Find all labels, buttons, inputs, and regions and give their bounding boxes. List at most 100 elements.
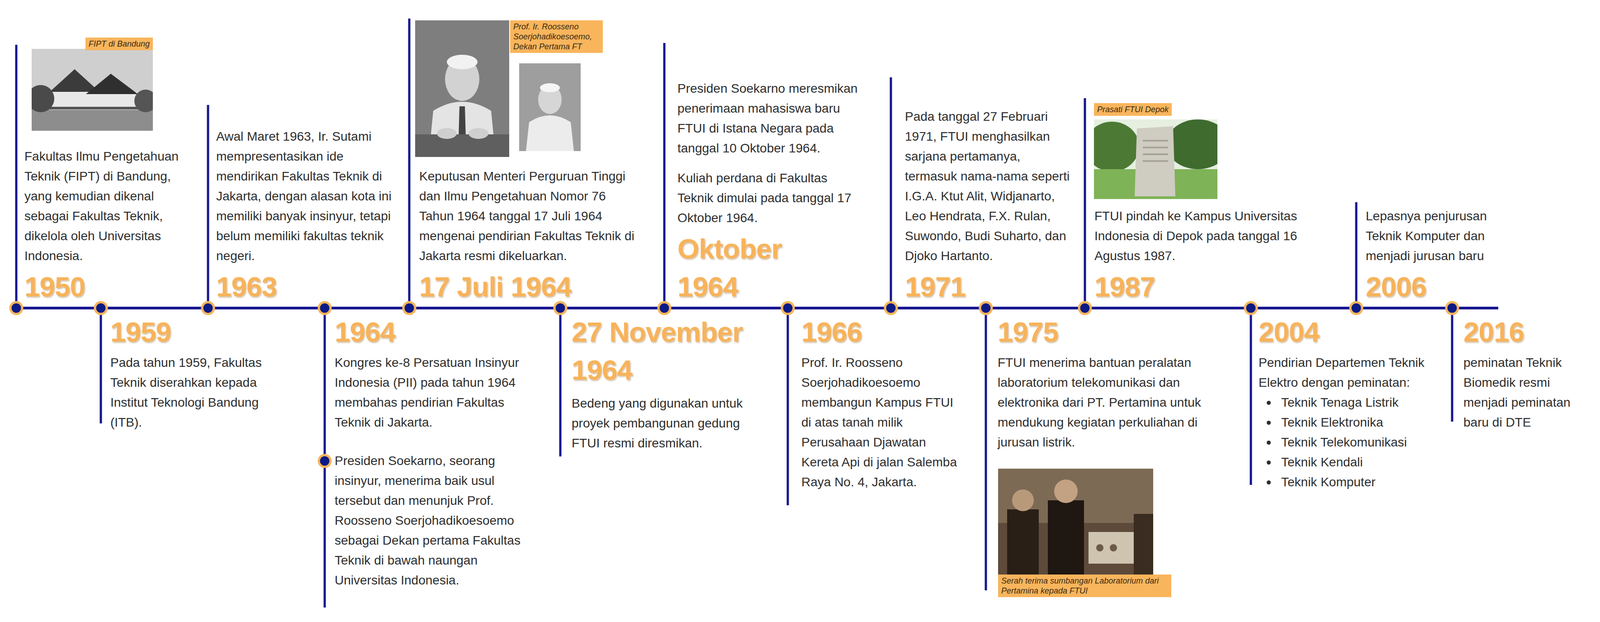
portrait-photo (519, 63, 581, 152)
stem-line (1355, 202, 1358, 308)
timeline-dot (1350, 302, 1363, 314)
stem-line (663, 42, 666, 308)
building-roof (49, 69, 100, 92)
event-description: FTUI pindah ke Kampus Universitas Indone… (1094, 206, 1298, 266)
event-description: Pada tahun 1959, Fakultas Teknik diserah… (110, 352, 283, 433)
year-label: 1964 (334, 312, 539, 351)
event-description: Kongres ke-8 Persatuan Insinyur Indonesi… (334, 352, 539, 433)
stem-line (15, 44, 18, 308)
caption-text: Serah terima sumbangan Laboratorium dari… (1001, 575, 1169, 596)
year-label: 17 Juli 1964 (419, 267, 637, 306)
stem-line (408, 18, 411, 308)
timeline-dot (658, 302, 671, 314)
lab-equipment (1088, 531, 1139, 564)
stem-line (889, 77, 893, 308)
timeline-dot (403, 302, 416, 314)
tree (1093, 121, 1140, 172)
equipment-knob (1109, 544, 1118, 552)
year-label: 1971 (904, 267, 1070, 306)
building-roof (85, 73, 138, 95)
timeline-dot (1079, 302, 1091, 314)
bullet-item: Teknik Elektronika (1281, 412, 1440, 433)
event-description: Fakultas Ilmu Pengetahuan Teknik (FIPT) … (24, 146, 202, 266)
equipment-knob (1096, 544, 1104, 552)
timeline-dot (554, 302, 567, 314)
photo-background (415, 20, 510, 157)
event-description: Awal Maret 1963, Ir. Sutami mempresentas… (216, 126, 398, 266)
timeline-axis (16, 306, 1499, 310)
event-description: FTUI menerima bantuan peralatan laborato… (997, 352, 1229, 453)
portrait-hair (539, 83, 560, 93)
timeline-dot (94, 302, 107, 314)
year-label: 1975 (997, 312, 1229, 351)
portrait-hand (468, 127, 489, 139)
stone-engraving (1142, 139, 1169, 142)
stone-engraving (1142, 153, 1169, 156)
bullet-dot (1266, 420, 1271, 425)
year-label: 2004 (1258, 312, 1440, 351)
portrait-hair (446, 54, 478, 70)
monument-photo (1093, 119, 1218, 199)
stem-line (99, 307, 103, 424)
stem-line (559, 307, 562, 457)
person-head (1012, 489, 1034, 512)
year-label: 2016 (1463, 312, 1586, 351)
timeline-dot (10, 302, 23, 314)
event-description: Pendirian Departemen Teknik Elektro deng… (1258, 352, 1440, 393)
caption-text: Prasati FTUI Depok (1097, 104, 1169, 115)
event-description: Presiden Soekarno, seorang insinyur, men… (334, 450, 539, 591)
person-head (1054, 479, 1078, 503)
year-label: 2006 (1365, 267, 1506, 306)
tree (134, 89, 153, 113)
year-label: 1987 (1094, 267, 1298, 306)
event-description: Prof. Ir. Roosseno Soerjohadikoesoemo me… (801, 352, 958, 493)
event-description: Keputusan Menteri Perguruan Tinggi dan I… (419, 166, 637, 266)
year-label: 1950 (24, 267, 202, 306)
tree (31, 85, 55, 113)
portrait-shirt (525, 115, 574, 152)
year-label: 1966 (801, 312, 958, 351)
timeline-dot (1244, 302, 1257, 314)
event-description: Presiden Soekarno meresmikan penerimaan … (677, 78, 859, 159)
bullet-dot (1266, 460, 1271, 465)
monument-stone (1134, 126, 1176, 197)
caption-text: Prof. Ir. Roosseno Soerjohadikoesoemo, D… (513, 21, 600, 52)
timeline-dot (202, 302, 214, 314)
bullet-dot (1266, 440, 1271, 445)
photo-caption-tag: Prof. Ir. Roosseno Soerjohadikoesoemo, D… (510, 20, 603, 53)
photo-caption-tag: FIPT di Bandung (85, 37, 153, 51)
event-description: Pada tanggal 27 Februari 1971, FTUI meng… (904, 106, 1070, 266)
caption-text: FIPT di Bandung (88, 38, 150, 49)
timeline-dot (885, 302, 897, 314)
year-label: 1963 (216, 267, 398, 306)
stem-line (984, 307, 988, 591)
year-label: 27 November 1964 (571, 312, 762, 389)
bullet-item: Teknik Kendali (1281, 452, 1440, 473)
timeline-dot (318, 454, 331, 467)
photo-background (519, 63, 581, 152)
event-description: Kuliah perdana di Fakultas Teknik dimula… (677, 168, 859, 228)
year-label: 1959 (110, 312, 283, 351)
stem-line (1249, 307, 1253, 485)
building-wall (49, 91, 138, 110)
portrait-photo (415, 20, 510, 157)
building-base (49, 106, 138, 110)
timeline-dot (1446, 302, 1458, 314)
portrait-hand (436, 127, 457, 139)
photo-caption-tag: Serah terima sumbangan Laboratorium dari… (998, 574, 1172, 597)
event-description: peminatan Teknik Biomedik resmi menjadi … (1463, 352, 1586, 433)
stone-engraving (1142, 160, 1169, 162)
bullet-item: Teknik Telekomunikasi (1281, 432, 1440, 453)
event-description: Lepasnya penjurusan Teknik Komputer dan … (1365, 206, 1506, 266)
year-label: Oktober 1964 (677, 229, 814, 306)
timeline-dot (979, 302, 992, 314)
stem-line (1451, 307, 1454, 422)
event-description: Bedeng yang digunakan untuk proyek pemba… (571, 393, 767, 454)
stems (16, 18, 1453, 608)
timeline-dot (781, 302, 794, 314)
bullet-dot (1266, 480, 1271, 485)
stem-line (786, 307, 790, 506)
bullet-item: Teknik Komputer (1281, 472, 1440, 493)
photo-caption-tag: Prasati FTUI Depok (1093, 103, 1172, 116)
